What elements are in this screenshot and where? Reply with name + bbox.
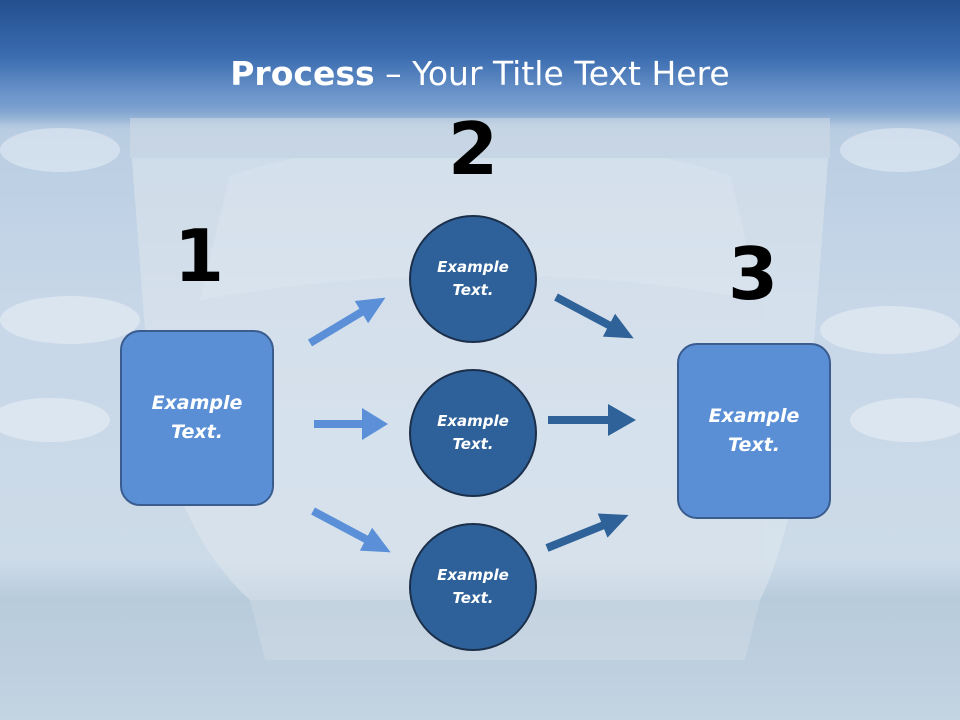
circle-bottom-line2: Text. [452,589,494,607]
arrow-right-left [314,408,388,440]
arrow-up-right-right [545,513,629,552]
step-3-text-line2: Text. [728,434,780,456]
step-number-2: 2 [447,107,499,191]
step-number-1: 1 [173,214,225,298]
step-1-text-line1: Example [151,392,243,414]
slide-title: Process – Your Title Text Here [0,52,960,96]
circle-middle-line2: Text. [452,435,494,453]
arrow-down-right-right [554,293,634,339]
circle-top-line2: Text. [452,281,494,299]
step-number-3: 3 [727,232,779,316]
header-band [0,0,960,125]
arrow-up-right-left [307,297,386,347]
circle-bottom-line1: Example [437,566,509,584]
arrow-down-right-left [311,507,391,553]
arrow-right-right [548,404,636,436]
step-3-text-line1: Example [708,405,800,427]
left-arrows [307,297,391,553]
step-1-text-line2: Text. [171,421,223,443]
title-rest: – Your Title Text Here [374,54,730,93]
right-arrows [545,293,636,552]
circle-top-line1: Example [437,258,509,276]
title-bold: Process [230,54,375,93]
circle-middle-line1: Example [437,412,509,430]
